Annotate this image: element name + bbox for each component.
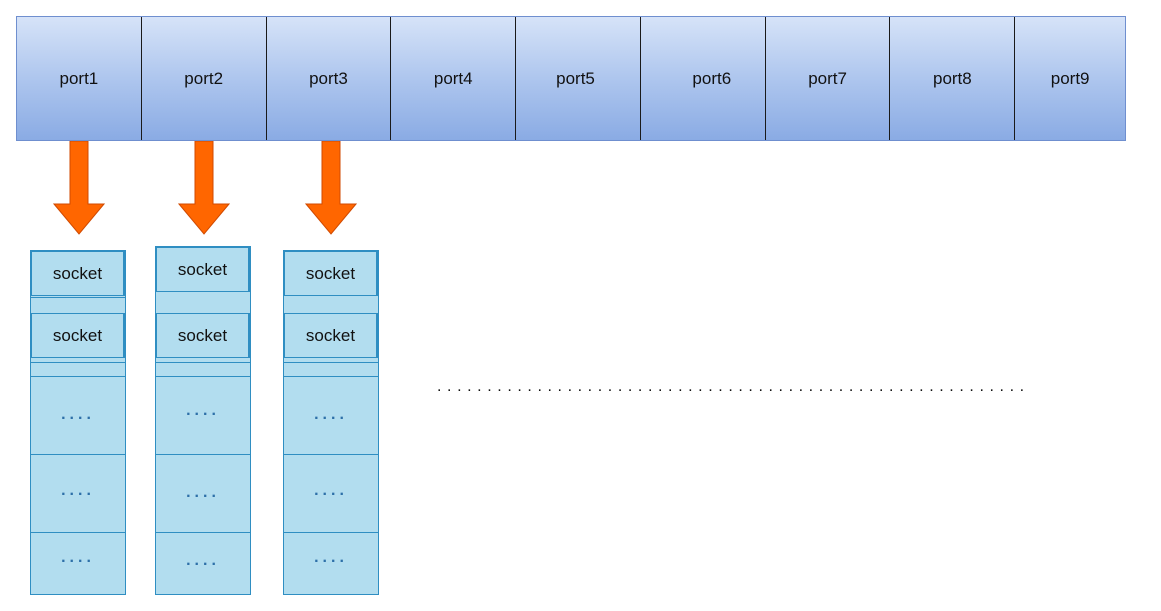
socket-box: socket	[284, 251, 378, 296]
port-cell-8: port8	[890, 17, 1016, 140]
port-label-2: port2	[184, 68, 224, 88]
down-arrow-icon-3	[305, 141, 357, 235]
port-label-5: port5	[556, 68, 595, 88]
port-cell-3: port3	[267, 17, 392, 140]
socket-label: socket	[52, 325, 103, 345]
port-label-3: port3	[309, 68, 348, 88]
socket-stack-2: socket socket .... .... ....	[155, 246, 251, 595]
stack-cell	[156, 532, 250, 594]
stack-cell	[284, 376, 378, 454]
placeholder-dots: ....	[61, 549, 95, 566]
stack-divider	[156, 362, 250, 376]
port-cell-4: port4	[391, 17, 517, 140]
port-label-9: port9	[1050, 68, 1090, 88]
down-arrow-icon-1	[53, 141, 105, 235]
port-bar: port1 port2 port3 port4 port5 port6 port…	[16, 16, 1126, 141]
stack-divider	[284, 362, 378, 376]
socket-label: socket	[177, 259, 228, 279]
stack-cell	[156, 376, 250, 454]
stack-cell	[31, 532, 125, 594]
continuation-ellipsis: ........................................…	[437, 378, 1030, 395]
port-cell-1: port1	[17, 17, 142, 140]
placeholder-dots: ....	[61, 406, 95, 423]
socket-box: socket	[31, 313, 125, 358]
port-cell-9: port9	[1015, 17, 1125, 140]
port-label-8: port8	[932, 68, 972, 88]
stack-cell	[284, 532, 378, 594]
stack-divider	[31, 297, 125, 298]
socket-label: socket	[177, 325, 228, 345]
stack-cell	[284, 454, 378, 532]
placeholder-dots: ....	[314, 482, 348, 499]
port-label-6: port6	[692, 68, 732, 88]
port-cell-2: port2	[142, 17, 267, 140]
placeholder-dots: ....	[61, 482, 95, 499]
port-label-4: port4	[433, 68, 473, 88]
port-label-1: port1	[59, 68, 99, 88]
socket-stack-1: socket socket .... .... ....	[30, 250, 126, 595]
socket-stack-3: socket socket .... .... ....	[283, 250, 379, 595]
socket-label: socket	[305, 263, 356, 283]
socket-box: socket	[156, 313, 250, 358]
stack-divider	[31, 362, 125, 376]
socket-box: socket	[284, 313, 378, 358]
port-cell-6: port6	[641, 17, 766, 140]
socket-label: socket	[52, 263, 103, 283]
port-cell-7: port7	[766, 17, 891, 140]
socket-box: socket	[156, 247, 250, 292]
placeholder-dots: ....	[314, 406, 348, 423]
socket-box: socket	[31, 251, 125, 296]
port-label-7: port7	[808, 68, 847, 88]
stack-cell	[31, 376, 125, 454]
stack-cell	[31, 454, 125, 532]
placeholder-dots: ....	[314, 549, 348, 566]
down-arrow-icon-2	[178, 141, 230, 235]
placeholder-dots: ....	[186, 552, 220, 569]
socket-label: socket	[305, 325, 356, 345]
port-cell-5: port5	[516, 17, 641, 140]
placeholder-dots: ....	[186, 484, 220, 501]
stack-cell	[156, 454, 250, 532]
placeholder-dots: ....	[186, 402, 220, 419]
